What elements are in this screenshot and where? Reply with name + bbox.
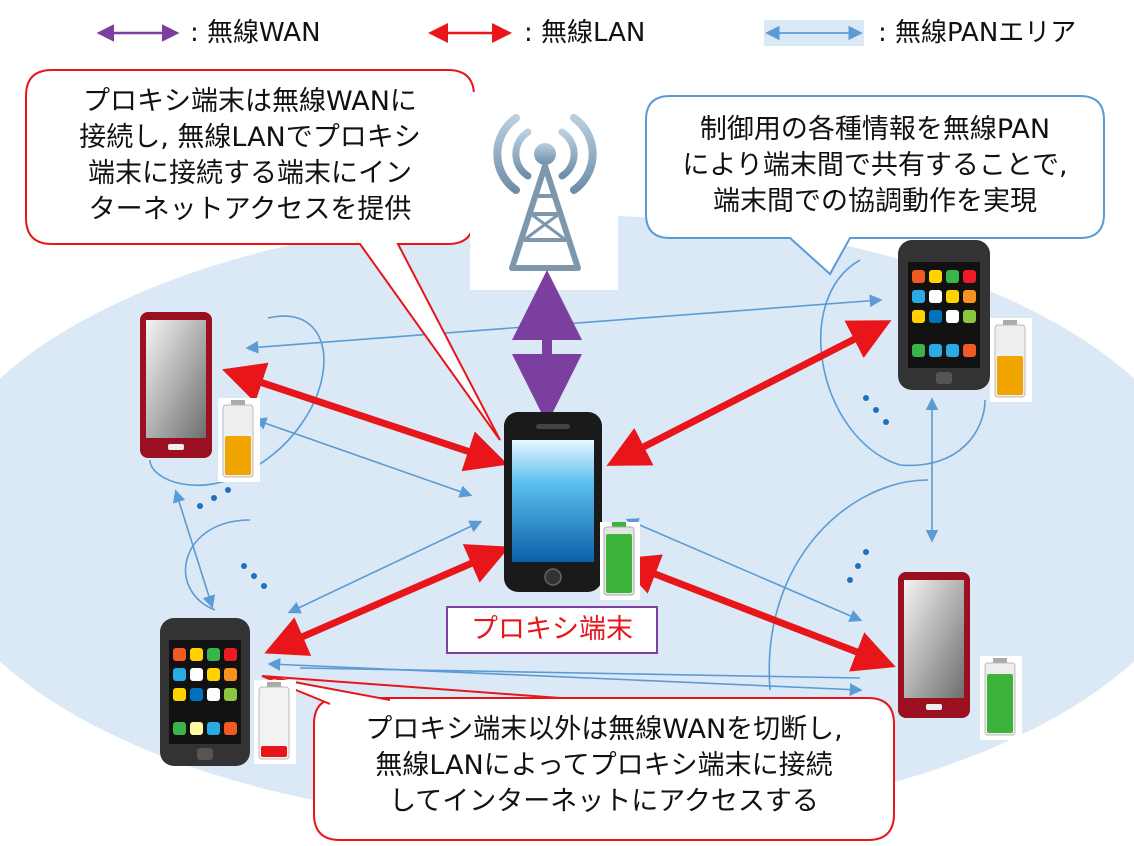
lan-links: [222, 320, 896, 672]
battery-icon: [254, 680, 296, 764]
legend: [96, 20, 864, 46]
pan-link: [172, 489, 216, 609]
pan-link: [299, 667, 861, 679]
dot: [197, 503, 203, 509]
legend-lan-label: : 無線LAN: [524, 18, 646, 48]
lan-link: [606, 320, 892, 466]
dot: [211, 495, 217, 501]
smartphone-icon: [898, 240, 990, 390]
tower-icon: [470, 92, 618, 290]
dot: [883, 419, 889, 425]
lan-link: [616, 554, 896, 672]
dot: [251, 573, 257, 579]
tablet-icon: [898, 572, 970, 718]
callout-top-right-text: 制御用の各種情報を無線PAN により端末間で共有することで, 端末間での協調動作…: [682, 114, 1068, 217]
legend-pan-label: : 無線PANエリア: [878, 18, 1077, 48]
battery-icon: [990, 318, 1032, 402]
dot: [225, 487, 231, 493]
dot: [847, 577, 853, 583]
smartphone-icon: [160, 618, 250, 766]
proxy-device-label: プロキシ端末: [446, 606, 658, 654]
tablet-icon: [140, 312, 212, 458]
battery-icon: [218, 398, 260, 482]
lan-link: [222, 362, 508, 472]
pan-arc: [184, 519, 251, 611]
dot: [855, 563, 861, 569]
legend-wan-label: : 無線WAN: [190, 18, 321, 48]
dot: [863, 549, 869, 555]
proxy-smartphone-icon: [504, 412, 602, 592]
callout-top-right: [645, 95, 1105, 276]
pan-link: [267, 658, 863, 696]
dot: [863, 395, 869, 401]
dot: [873, 407, 879, 413]
dot: [241, 563, 247, 569]
lan-link: [264, 544, 510, 656]
battery-icon: [980, 656, 1022, 740]
callout-top-left-text: プロキシ端末は無線WANに 接続し, 無線LANでプロキシ 端末に接続する端末に…: [79, 86, 421, 225]
dot: [261, 583, 267, 589]
battery-icon: [600, 522, 640, 600]
callout-top-left: [25, 69, 501, 441]
callout-bottom-text: プロキシ端末以外は無線WANを切断し, 無線LANによってプロキシ端末に接続 し…: [365, 714, 843, 817]
callout-bottom: [261, 675, 895, 841]
